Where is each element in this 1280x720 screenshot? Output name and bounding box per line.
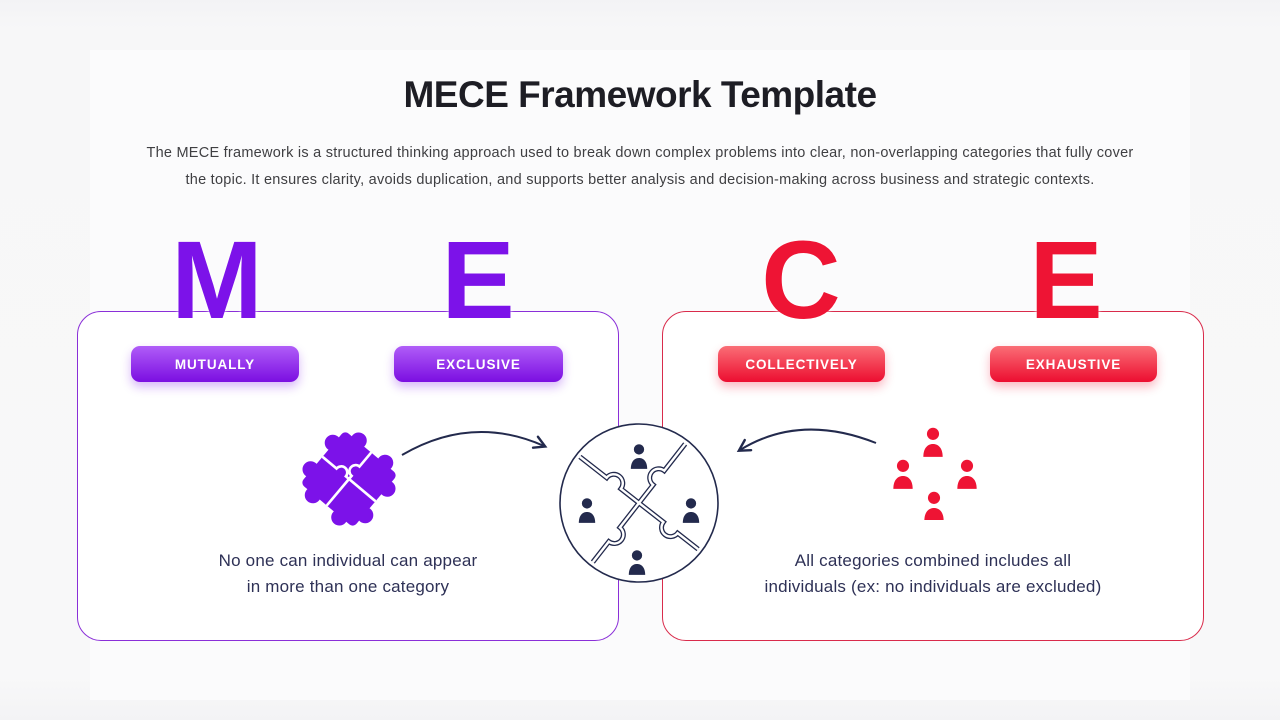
subtitle-line-1: The MECE framework is a structured think… (146, 145, 1134, 161)
exclusive-badge: EXCLUSIVE (394, 346, 563, 382)
person-icon (957, 459, 977, 489)
caption-line: individuals (ex: no individuals are excl… (764, 577, 1102, 596)
exhaustive-badge: EXHAUSTIVE (990, 346, 1157, 382)
people-group-icon (893, 427, 977, 520)
page-title: MECE Framework Template (403, 74, 877, 115)
caption-line: in more than one category (246, 577, 450, 596)
acronym-letter-c: C (761, 219, 841, 342)
acronym-letter-e2: E (1029, 219, 1103, 342)
acronym-letter-m: M (171, 219, 263, 342)
caption-line: No one can individual can appear (218, 551, 478, 570)
mutually-exclusive-caption: No one can individual can appear in more… (77, 548, 619, 600)
puzzle-circle-icon (559, 423, 719, 583)
caption-line: All categories combined includes all (794, 551, 1072, 570)
person-icon (923, 427, 943, 457)
collectively-exhaustive-caption: All categories combined includes all ind… (662, 548, 1204, 600)
subtitle-line-2: the topic. It ensures clarity, avoids du… (185, 172, 1095, 188)
collectively-badge: COLLECTIVELY (718, 346, 885, 382)
person-icon (893, 459, 913, 489)
puzzle-cluster-icon (302, 432, 396, 526)
acronym-letter-e1: E (441, 219, 515, 342)
person-icon (924, 491, 944, 520)
slide-subtitle: The MECE framework is a structured think… (0, 140, 1280, 194)
mutually-badge: MUTUALLY (131, 346, 299, 382)
